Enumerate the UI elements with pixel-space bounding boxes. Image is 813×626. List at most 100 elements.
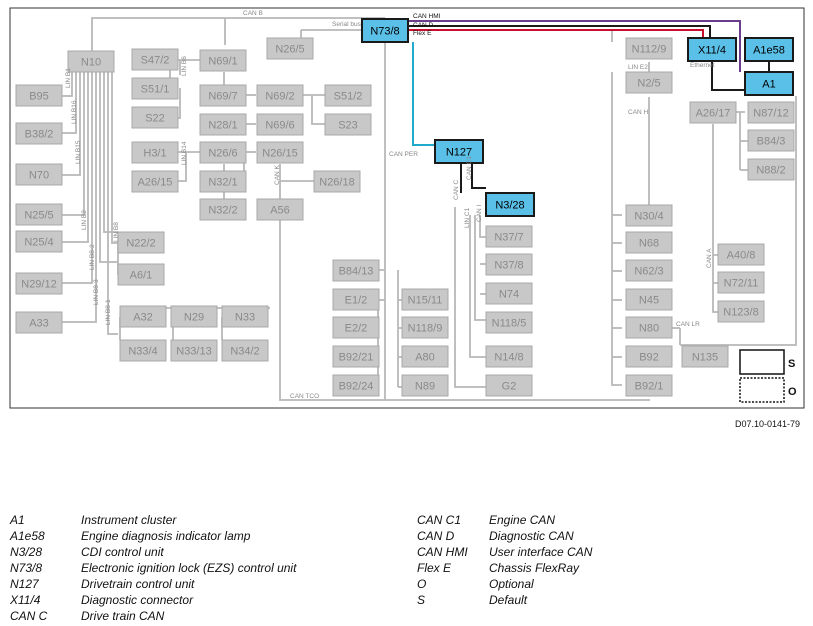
module-box xyxy=(199,113,247,136)
bus-label-can-h: CAN H xyxy=(628,109,649,116)
module-s51-1: S51/1 xyxy=(131,77,179,100)
module-label: N68 xyxy=(639,238,659,250)
module-n127: N127 xyxy=(434,139,484,164)
module-box xyxy=(117,263,165,286)
module-label: N118/5 xyxy=(492,318,527,330)
module-label: B95 xyxy=(29,91,49,103)
bus-label-lin-b6: LIN B6 xyxy=(181,56,188,76)
module-n74: N74 xyxy=(485,282,533,305)
module-n62-3: N62/3 xyxy=(625,259,673,282)
bus-label-lin-b2: LIN B2 xyxy=(81,210,88,230)
module-box xyxy=(170,339,218,362)
module-box xyxy=(625,288,673,311)
bus-label-lin-b8-1: LIN B8-1 xyxy=(105,299,112,325)
module-box xyxy=(485,192,535,217)
module-label: A56 xyxy=(270,205,290,217)
module-label: N70 xyxy=(29,170,49,182)
module-b95: B95 xyxy=(15,84,63,107)
bus-wire xyxy=(474,215,486,321)
legend-code: Flex E xyxy=(417,561,452,575)
bus-wire xyxy=(408,25,711,38)
module-n22-2: N22/2 xyxy=(117,231,165,254)
module-n34-2: N34/2 xyxy=(221,339,269,362)
legend-code: CAN C xyxy=(10,609,48,623)
module-label: N22/2 xyxy=(126,238,155,250)
module-box xyxy=(747,101,795,124)
module-label: N135 xyxy=(692,352,718,364)
module-n69-6: N69/6 xyxy=(256,113,304,136)
module-label: H3/1 xyxy=(143,148,166,160)
module-box xyxy=(332,374,380,397)
module-a26-15: A26/15 xyxy=(131,170,179,193)
module-box xyxy=(332,345,380,368)
legend-description: Engine diagnosis indicator lamp xyxy=(81,529,251,543)
module-box xyxy=(170,305,218,328)
module-box xyxy=(119,339,167,362)
bus-label-can-c1: CAN C1 xyxy=(466,156,473,180)
module-a1: A1 xyxy=(744,71,794,96)
module-label: B92/1 xyxy=(635,381,664,393)
module-box xyxy=(625,231,673,254)
bus-wire xyxy=(408,20,741,72)
module-box xyxy=(256,198,304,221)
module-box xyxy=(332,259,380,282)
module-label: N30/4 xyxy=(634,211,663,223)
module-n69-2: N69/2 xyxy=(256,84,304,107)
bus-label-can-a: CAN A xyxy=(706,248,713,268)
module-b84-3: B84/3 xyxy=(747,129,795,152)
bus-wire xyxy=(107,72,118,335)
legend-code: N73/8 xyxy=(10,561,43,575)
module-n89: N89 xyxy=(401,374,449,397)
bus-label-can-k: CAN K xyxy=(274,164,281,185)
legend-code: N127 xyxy=(10,577,39,591)
module-label: B92/21 xyxy=(339,352,374,364)
bus-wire xyxy=(471,164,486,189)
module-label: N26/18 xyxy=(319,177,354,189)
bus-label-lin-b1: LIN B1 xyxy=(65,68,72,88)
module-label: B84/3 xyxy=(757,136,786,148)
module-label: N45 xyxy=(639,295,659,307)
module-label: N69/7 xyxy=(208,91,237,103)
module-box xyxy=(485,345,533,368)
module-box xyxy=(361,18,409,43)
module-box xyxy=(131,106,179,129)
module-n69-7: N69/7 xyxy=(199,84,247,107)
module-label: N34/2 xyxy=(230,346,259,358)
module-label: A32 xyxy=(133,312,153,324)
module-label: E1/2 xyxy=(345,295,368,307)
module-label: N74 xyxy=(499,289,519,301)
module-label: G2 xyxy=(502,381,517,393)
module-e2-2: E2/2 xyxy=(332,316,380,339)
module-n88-2: N88/2 xyxy=(747,158,795,181)
module-label: N118/9 xyxy=(408,323,443,335)
module-box xyxy=(15,122,63,145)
module-box xyxy=(717,271,765,294)
module-n3-28: N3/28 xyxy=(485,192,535,217)
module-label: N37/7 xyxy=(494,232,523,244)
module-label: N88/2 xyxy=(756,165,785,177)
module-s47-2: S47/2 xyxy=(131,48,179,71)
module-box xyxy=(744,37,794,62)
module-b92-1: B92/1 xyxy=(625,374,673,397)
bus-label-ethernet: Ethernet xyxy=(690,62,715,69)
module-box xyxy=(199,170,247,193)
module-label: A80 xyxy=(415,352,435,364)
module-label: N25/4 xyxy=(24,237,53,249)
bus-wire xyxy=(178,152,187,182)
module-box xyxy=(15,84,63,107)
module-s23: S23 xyxy=(324,113,372,136)
module-a40-8: A40/8 xyxy=(717,243,765,266)
module-label: N14/8 xyxy=(494,352,523,364)
bus-label-lin-b14: LIN B14 xyxy=(181,141,188,165)
module-a33: A33 xyxy=(15,311,63,334)
module-box xyxy=(324,113,372,136)
legend-description: Diagnostic CAN xyxy=(489,529,574,543)
module-box xyxy=(434,139,484,164)
module-label: N28/1 xyxy=(208,120,237,132)
module-a32: A32 xyxy=(119,305,167,328)
module-label: N69/2 xyxy=(265,91,294,103)
bus-label-can-lr: CAN LR xyxy=(676,321,700,328)
bus-label-can-hmi: CAN HMI xyxy=(413,13,441,20)
bus-wire xyxy=(111,72,118,244)
module-box xyxy=(485,253,533,276)
